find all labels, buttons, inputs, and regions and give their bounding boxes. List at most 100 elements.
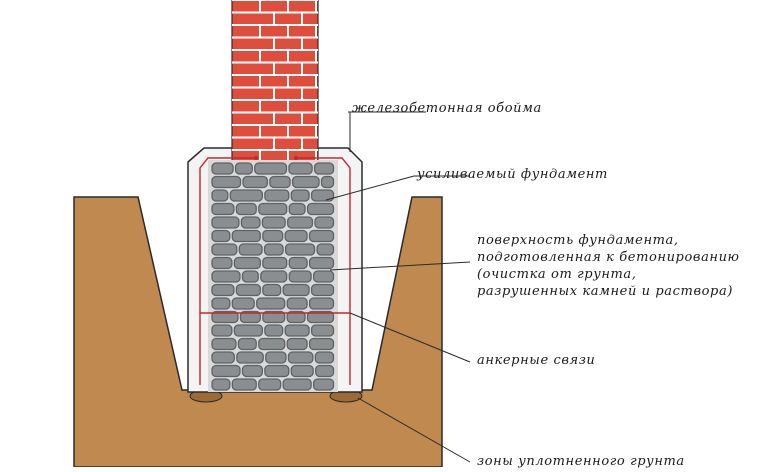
foundation-stone bbox=[264, 324, 284, 337]
foundation-stone bbox=[287, 216, 314, 229]
foundation-stone bbox=[235, 202, 257, 216]
label-anchors: анкерные связи bbox=[477, 353, 596, 368]
foundation-stone bbox=[286, 310, 306, 324]
foundation-stone bbox=[234, 162, 253, 175]
label-foundation: усиливаемый фундамент bbox=[417, 167, 608, 182]
label-surface-2: подготовленная к бетонированию bbox=[477, 250, 740, 265]
foundation-stone bbox=[233, 324, 264, 337]
foundation-stone bbox=[312, 378, 335, 391]
foundation-stone bbox=[238, 243, 263, 256]
foundation-stone bbox=[291, 175, 320, 189]
foundation-stone bbox=[315, 364, 335, 378]
foundation-stone bbox=[211, 202, 235, 216]
foundation-stone bbox=[239, 310, 261, 324]
foundation-stone bbox=[262, 256, 288, 270]
foundation-stone bbox=[286, 297, 308, 310]
strengthened-foundation bbox=[208, 160, 338, 392]
foundation-stone bbox=[306, 310, 335, 324]
foundation-stone bbox=[256, 297, 286, 310]
foundation-stone bbox=[262, 283, 282, 297]
label-surface-3: (очистка от грунта, bbox=[477, 267, 637, 282]
foundation-stone bbox=[308, 337, 335, 351]
foundation-stone bbox=[310, 324, 335, 337]
foundation-stone bbox=[211, 162, 234, 175]
foundation-stone bbox=[310, 189, 335, 202]
foundation-stone bbox=[231, 229, 261, 243]
foundation-stone bbox=[211, 270, 241, 283]
foundation-stone bbox=[316, 243, 335, 256]
foundation-stone bbox=[231, 378, 257, 391]
foundation-stone bbox=[290, 189, 310, 202]
foundation-stone bbox=[211, 283, 235, 297]
leader-surface bbox=[329, 261, 471, 271]
foundation-stone bbox=[312, 270, 335, 283]
foundation-stone bbox=[290, 364, 314, 378]
foundation-stone bbox=[258, 337, 286, 351]
rebar-end bbox=[254, 156, 258, 160]
foundation-stone bbox=[288, 202, 306, 216]
foundation-stone bbox=[282, 283, 310, 297]
rebar-end bbox=[294, 156, 298, 160]
foundation-stone bbox=[320, 175, 335, 189]
foundation-stone bbox=[286, 337, 308, 351]
foundation-stone bbox=[211, 351, 235, 364]
label-surface-4: разрушенных камней и раствора) bbox=[477, 284, 733, 299]
foundation-stone bbox=[306, 202, 335, 216]
foundation-stone bbox=[211, 189, 229, 202]
foundation-stone bbox=[229, 189, 264, 202]
foundation-stone bbox=[260, 270, 288, 283]
foundation-stone bbox=[211, 229, 231, 243]
foundation-stone bbox=[211, 216, 240, 229]
foundation-stone bbox=[264, 189, 290, 202]
label-jacket: железобетонная обойма bbox=[352, 101, 542, 116]
foundation-stone bbox=[308, 256, 335, 270]
foundation-stone bbox=[282, 378, 312, 391]
foundation-stone bbox=[235, 283, 261, 297]
foundation-stone bbox=[262, 229, 284, 243]
foundation-stone bbox=[265, 351, 287, 364]
foundation-stone bbox=[284, 243, 316, 256]
foundation-stone bbox=[211, 256, 233, 270]
foundation-stone bbox=[284, 324, 310, 337]
foundation-stone bbox=[258, 202, 288, 216]
foundation-stone bbox=[261, 216, 286, 229]
foundation-stone bbox=[284, 229, 308, 243]
foundation-stone bbox=[287, 351, 314, 364]
foundation-stone bbox=[310, 283, 335, 297]
label-surface-1: поверхность фундамента, bbox=[477, 233, 679, 248]
leader-foundation-tail bbox=[325, 175, 415, 201]
foundation-stone bbox=[211, 297, 231, 310]
foundation-stone bbox=[241, 270, 259, 283]
foundation-stone bbox=[262, 310, 286, 324]
foundation-stone bbox=[269, 175, 291, 189]
rebar-cage bbox=[199, 156, 351, 385]
leader-lines bbox=[325, 111, 471, 463]
foundation-stone bbox=[233, 256, 261, 270]
foundation-stone bbox=[211, 378, 231, 391]
foundation-stone bbox=[308, 229, 335, 243]
foundation-stone bbox=[241, 364, 264, 378]
foundation-stone bbox=[314, 351, 335, 364]
brick-wall bbox=[231, 0, 319, 175]
foundation-stone bbox=[211, 243, 238, 256]
foundation-stone bbox=[242, 175, 269, 189]
leader-anchors bbox=[349, 312, 471, 363]
foundation-stone bbox=[231, 297, 255, 310]
foundation-stone bbox=[254, 162, 288, 175]
foundation-stone bbox=[236, 351, 264, 364]
foundation-stone bbox=[288, 256, 308, 270]
rebar-left bbox=[199, 157, 256, 385]
foundation-stone bbox=[211, 337, 237, 351]
label-zones: зоны уплотненного грунта bbox=[477, 454, 685, 469]
foundation-stone bbox=[211, 175, 242, 189]
foundation-stone bbox=[240, 216, 261, 229]
foundation-stone bbox=[314, 216, 335, 229]
foundation-stone bbox=[288, 270, 312, 283]
leader-zones bbox=[357, 397, 471, 463]
foundation-stone bbox=[288, 162, 313, 175]
foundation-stone bbox=[258, 378, 282, 391]
foundation-stone bbox=[211, 324, 233, 337]
foundation-stone bbox=[313, 162, 335, 175]
